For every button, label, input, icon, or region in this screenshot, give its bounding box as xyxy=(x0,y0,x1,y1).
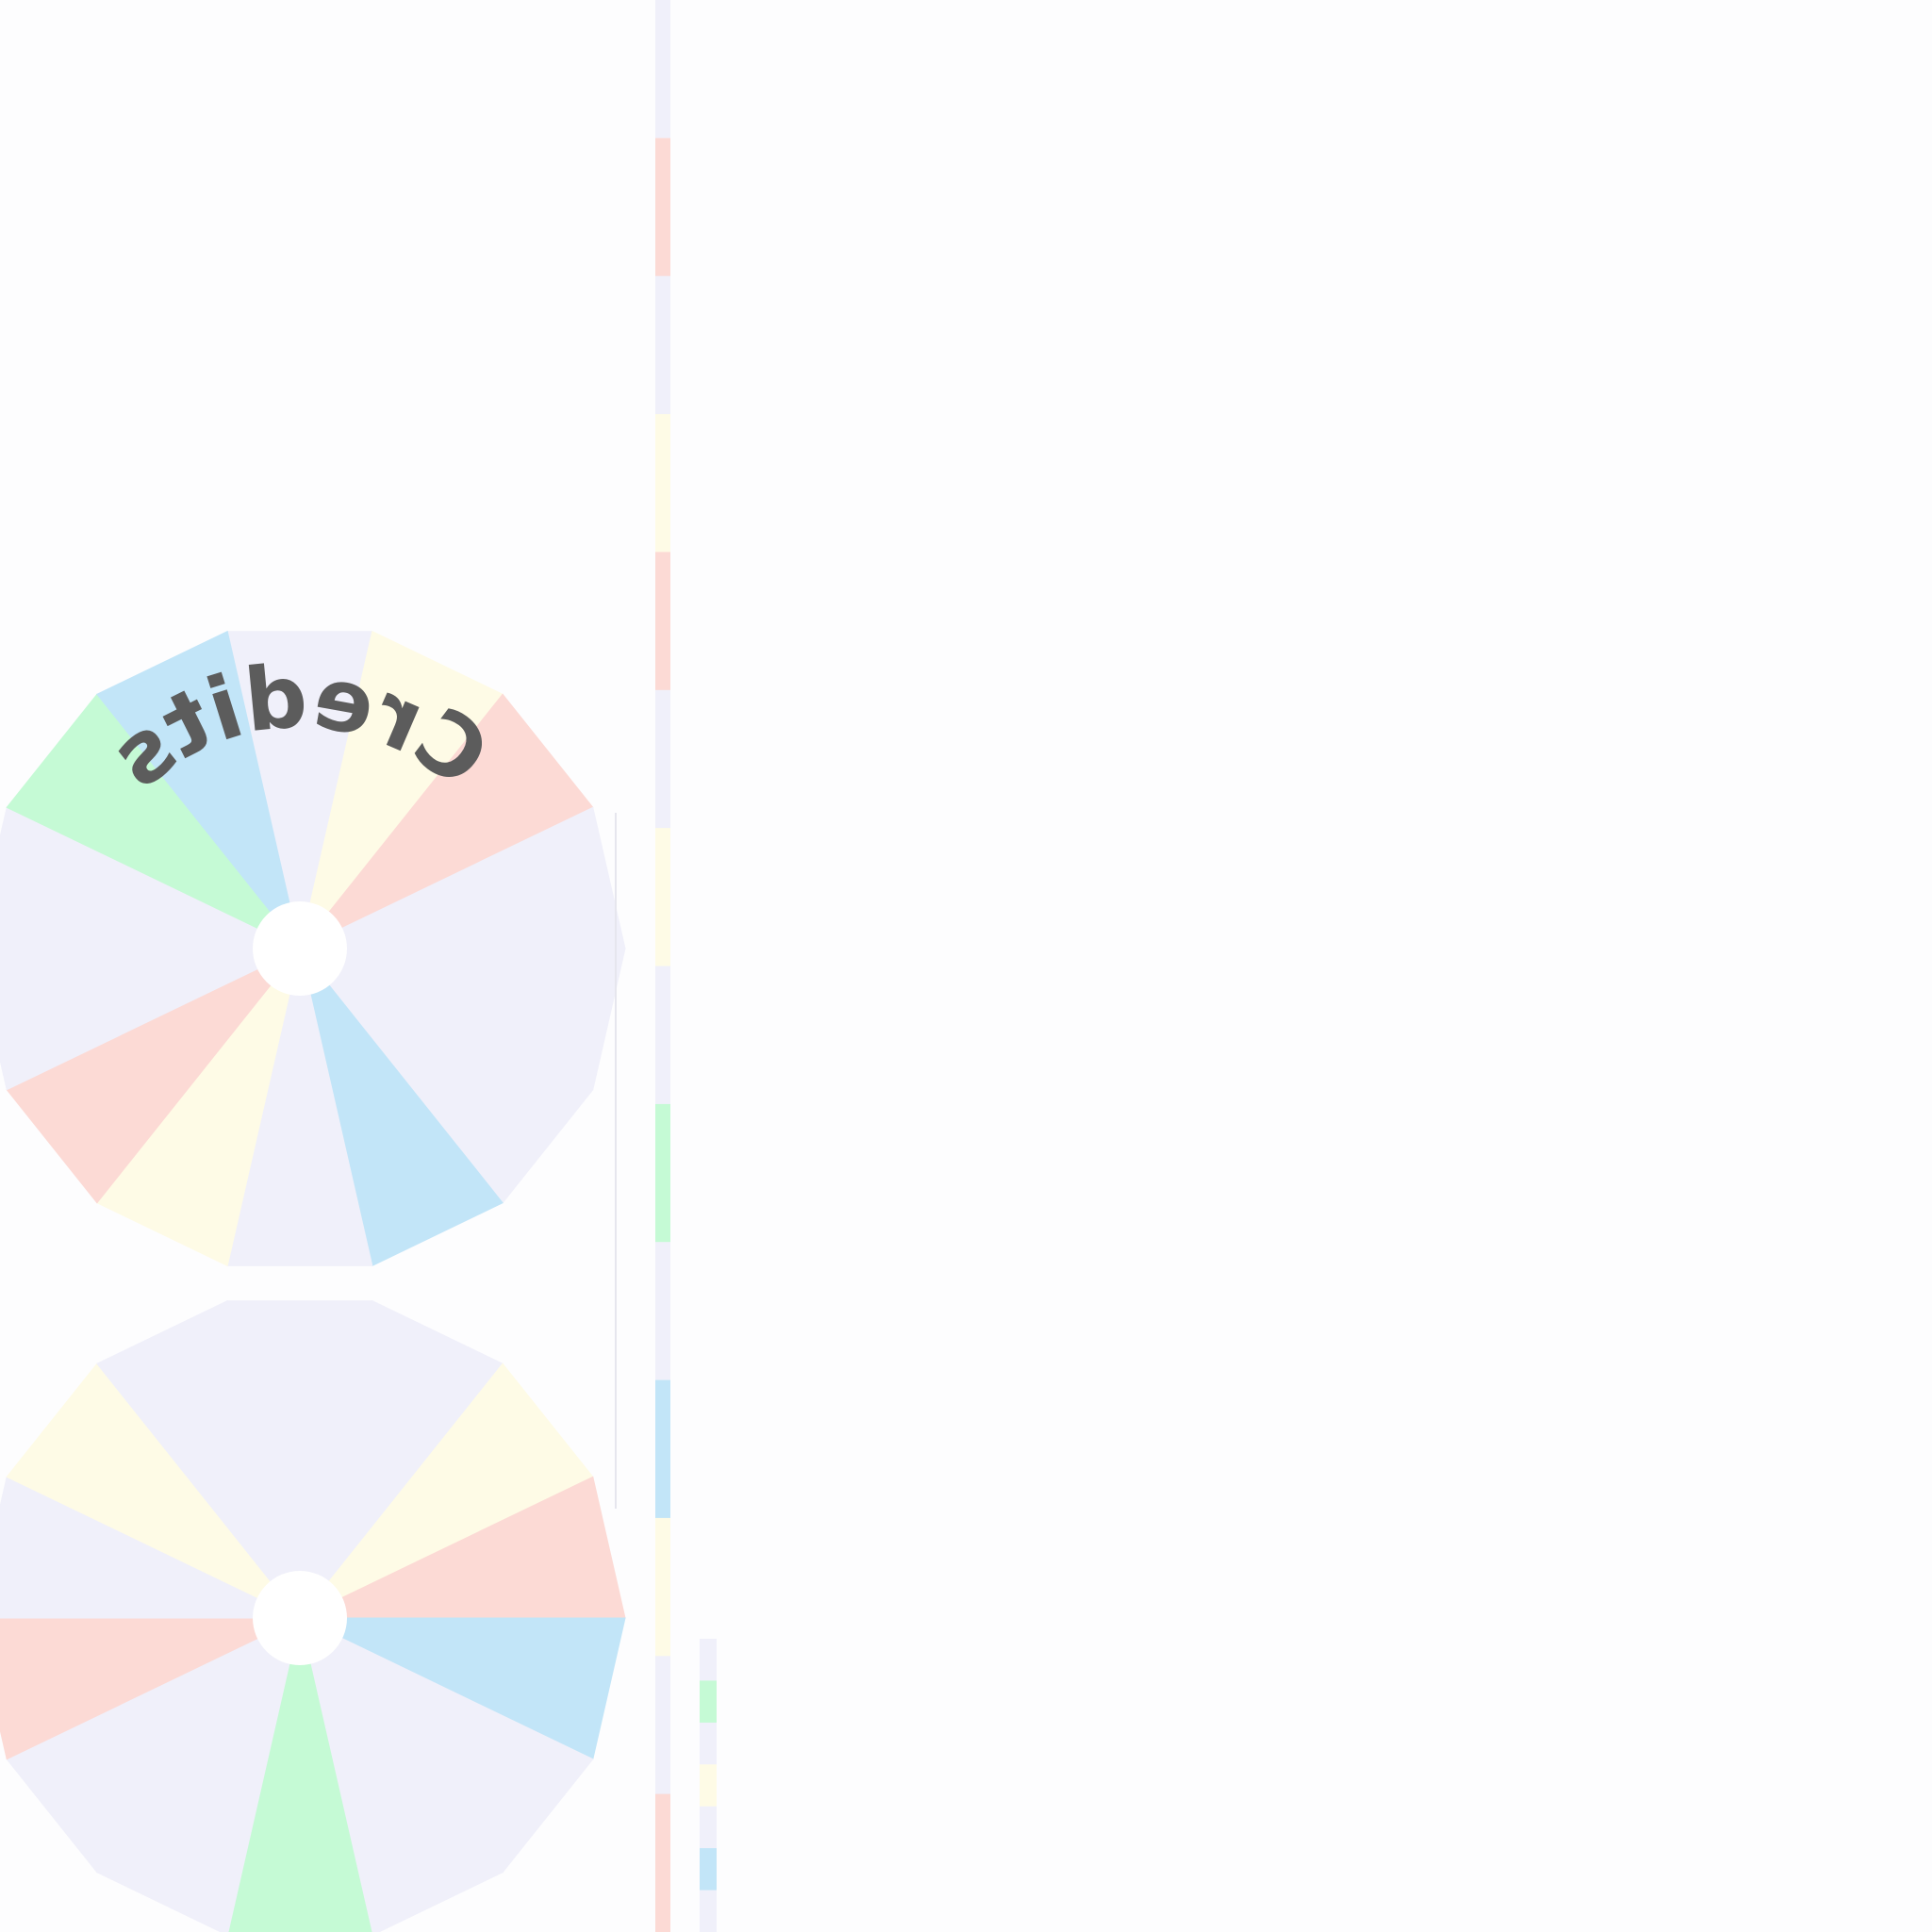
lower-wheel-hub[interactable] xyxy=(253,1571,347,1665)
color-strip-segment xyxy=(655,275,670,415)
color-strip-segment xyxy=(655,1656,670,1795)
color-strip-segment xyxy=(655,1517,670,1657)
color-strip-segment xyxy=(655,0,670,139)
color-strip-segment xyxy=(655,1793,670,1932)
color-strip-small-segment xyxy=(700,1764,717,1808)
color-strip-segment xyxy=(655,1379,670,1519)
color-strip-segment xyxy=(655,828,670,966)
color-strip-small-segment xyxy=(700,1890,717,1932)
color-strip-segment xyxy=(655,1103,670,1243)
lower-wheel-slice xyxy=(96,1299,301,1619)
color-strip-small-segment xyxy=(700,1639,717,1681)
color-strip-segment xyxy=(655,689,670,829)
color-strip-small-segment xyxy=(700,1722,717,1765)
color-strip-segment xyxy=(655,1242,670,1381)
credits-wheel[interactable]: Credits xyxy=(0,630,626,1267)
credits-wheel-slice xyxy=(96,630,301,949)
color-strip-segment xyxy=(655,138,670,277)
color-strip-small xyxy=(700,1639,717,1932)
credits-wheel-hub[interactable] xyxy=(253,901,347,996)
color-strip-segment xyxy=(655,414,670,553)
color-strip xyxy=(655,0,670,1932)
color-strip-segment xyxy=(655,552,670,691)
color-strip-segment xyxy=(655,966,670,1105)
color-strip-small-segment xyxy=(700,1848,717,1891)
lower-wheel[interactable] xyxy=(0,1299,626,1932)
color-strip-small-segment xyxy=(700,1806,717,1849)
color-strip-small-segment xyxy=(700,1680,717,1724)
